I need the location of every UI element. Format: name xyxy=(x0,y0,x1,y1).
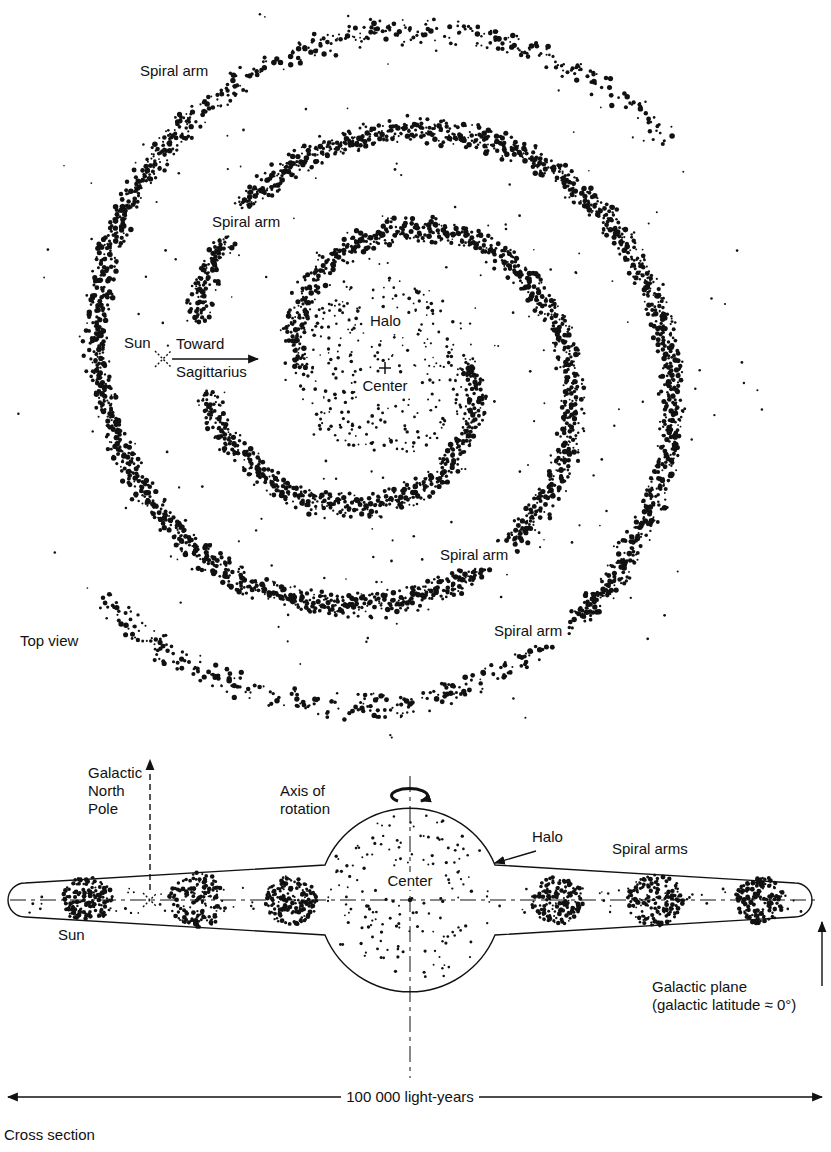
galaxy-figure: Spiral armSpiral armHaloSunToward Sagitt… xyxy=(0,0,831,1152)
